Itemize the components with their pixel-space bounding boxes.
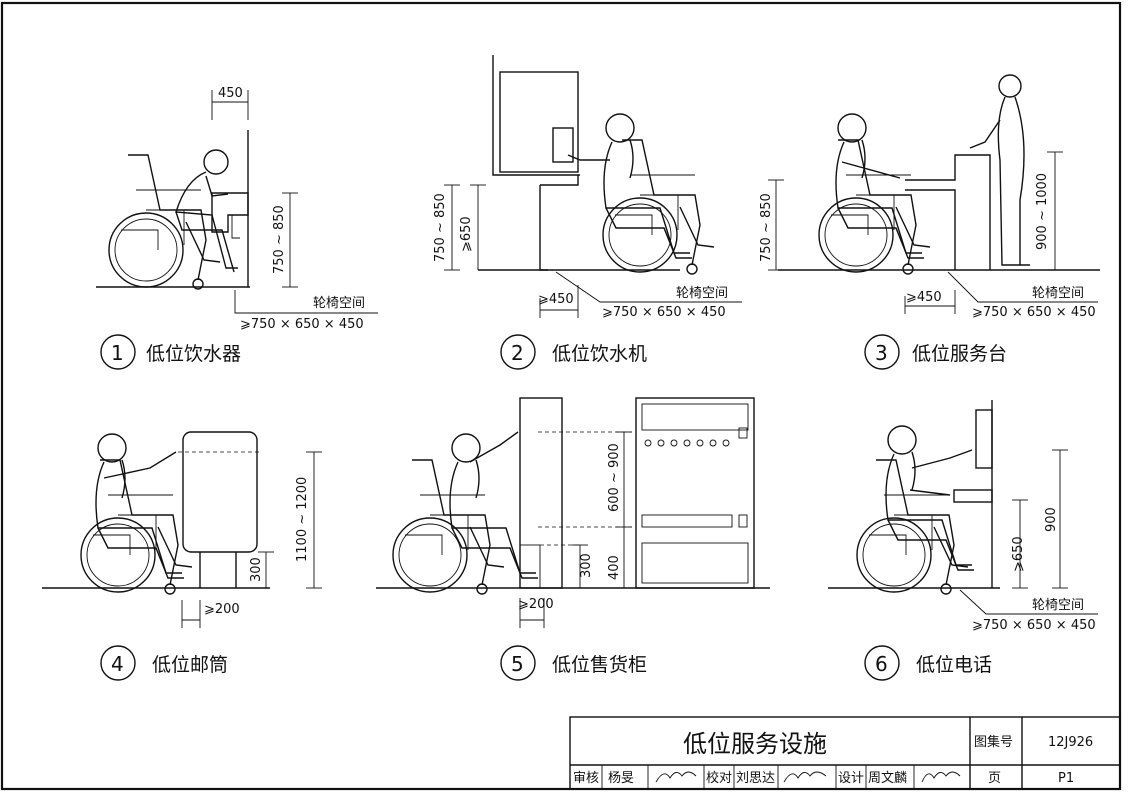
dim-label: ⩾750 × 650 × 450 xyxy=(602,305,726,320)
atlas-number: 12J926 xyxy=(1048,735,1093,750)
dim-label: 450 xyxy=(218,86,243,101)
signature-mark xyxy=(921,771,961,783)
panel-caption: 低位邮筒 xyxy=(152,654,228,676)
panel-caption: 低位饮水器 xyxy=(146,343,241,365)
atlas-label: 图集号 xyxy=(974,734,1013,750)
title-block: 低位服务设施 图集号 12J926 审核 杨旻 校对 刘思达 设计 周文麟 页 … xyxy=(569,716,1121,790)
check-label: 校对 xyxy=(706,770,732,786)
panel-number-circle xyxy=(500,645,536,681)
vending-machine xyxy=(635,397,755,589)
panel-5-vending-cabinet: 300 600 ~ 900 400 ⩾200 5 低位售货柜 xyxy=(376,397,770,681)
panel-number: 4 xyxy=(111,652,124,676)
dim-label: ⩾200 xyxy=(518,597,554,612)
page-number: P1 xyxy=(1058,771,1074,786)
design-label: 设计 xyxy=(838,771,864,786)
panel-number-circle xyxy=(100,334,136,370)
panel-caption: 低位服务台 xyxy=(912,343,1007,365)
panel-number: 2 xyxy=(511,341,524,365)
dim-label: 轮椅空间 xyxy=(1032,286,1084,301)
dim-label: 轮椅空间 xyxy=(676,286,728,301)
telephone-shelf xyxy=(953,489,993,503)
panel-caption: 低位饮水机 xyxy=(552,343,647,365)
dim-label: 900 ~ 1000 xyxy=(1035,173,1050,250)
dim-label: ⩾750 × 650 × 450 xyxy=(972,305,1096,320)
panel-number: 6 xyxy=(875,652,888,676)
dim-label: ⩾650 xyxy=(1011,536,1026,572)
panel-4-mailbox: 300 1100 ~ 1200 ⩾200 4 低位邮筒 xyxy=(42,431,322,681)
review-name: 杨旻 xyxy=(608,771,634,786)
panel-number-circle xyxy=(864,334,900,370)
panel-1-drinking-fountain: 450 750 ~ 850 轮椅空间 ⩾750 × 650 × 450 1 低位… xyxy=(96,86,378,370)
panel-2-water-dispenser: 750 ~ 850 ⩾650 ⩾450 轮椅空间 ⩾750 × 650 × 45… xyxy=(433,55,742,370)
dim-label: 600 ~ 900 xyxy=(607,443,622,512)
panel-number-circle xyxy=(100,645,136,681)
dim-label: ⩾750 × 650 × 450 xyxy=(240,317,364,332)
dim-label: 750 ~ 850 xyxy=(272,205,287,274)
panel-number-circle xyxy=(500,334,536,370)
sheet-title: 低位服务设施 xyxy=(683,730,827,758)
dim-label: ⩾750 × 650 × 450 xyxy=(972,618,1096,633)
cabinet-side xyxy=(519,397,563,589)
dim-label: 900 xyxy=(1044,507,1059,532)
dim-label: 轮椅空间 xyxy=(313,296,365,311)
design-name: 周文麟 xyxy=(868,770,907,786)
signature-mark xyxy=(655,771,697,783)
panel-number: 5 xyxy=(511,652,524,676)
panel-number: 1 xyxy=(111,341,124,365)
dim-label: ⩾650 xyxy=(459,216,474,252)
panel-number-circle xyxy=(864,645,900,681)
signature-mark xyxy=(783,771,827,783)
dim-label: 400 xyxy=(607,555,622,580)
mailbox-body xyxy=(182,431,258,553)
dim-label: 轮椅空间 xyxy=(1032,598,1084,613)
dim-label: ⩾450 xyxy=(906,290,942,305)
panel-number: 3 xyxy=(875,341,888,365)
panel-caption: 低位售货柜 xyxy=(552,654,647,676)
telephone-box xyxy=(975,409,993,469)
panel-3-service-counter: 750 ~ 850 900 ~ 1000 ⩾450 轮椅空间 ⩾750 × 65… xyxy=(759,74,1100,370)
page-label: 页 xyxy=(988,771,1001,786)
dim-label: ⩾450 xyxy=(538,292,574,307)
dim-label: 300 xyxy=(579,553,594,578)
dim-label: 750 ~ 850 xyxy=(759,193,774,262)
dim-label: 300 xyxy=(249,557,264,582)
panel-6-telephone: ⩾650 900 轮椅空间 ⩾750 × 650 × 450 6 低位电话 xyxy=(828,400,1098,681)
check-name: 刘思达 xyxy=(736,771,775,786)
review-label: 审核 xyxy=(573,771,599,786)
dim-label: 1100 ~ 1200 xyxy=(295,477,310,562)
dim-label: ⩾200 xyxy=(204,602,240,617)
dim-label: 750 ~ 850 xyxy=(433,193,448,262)
panel-caption: 低位电话 xyxy=(916,654,992,676)
